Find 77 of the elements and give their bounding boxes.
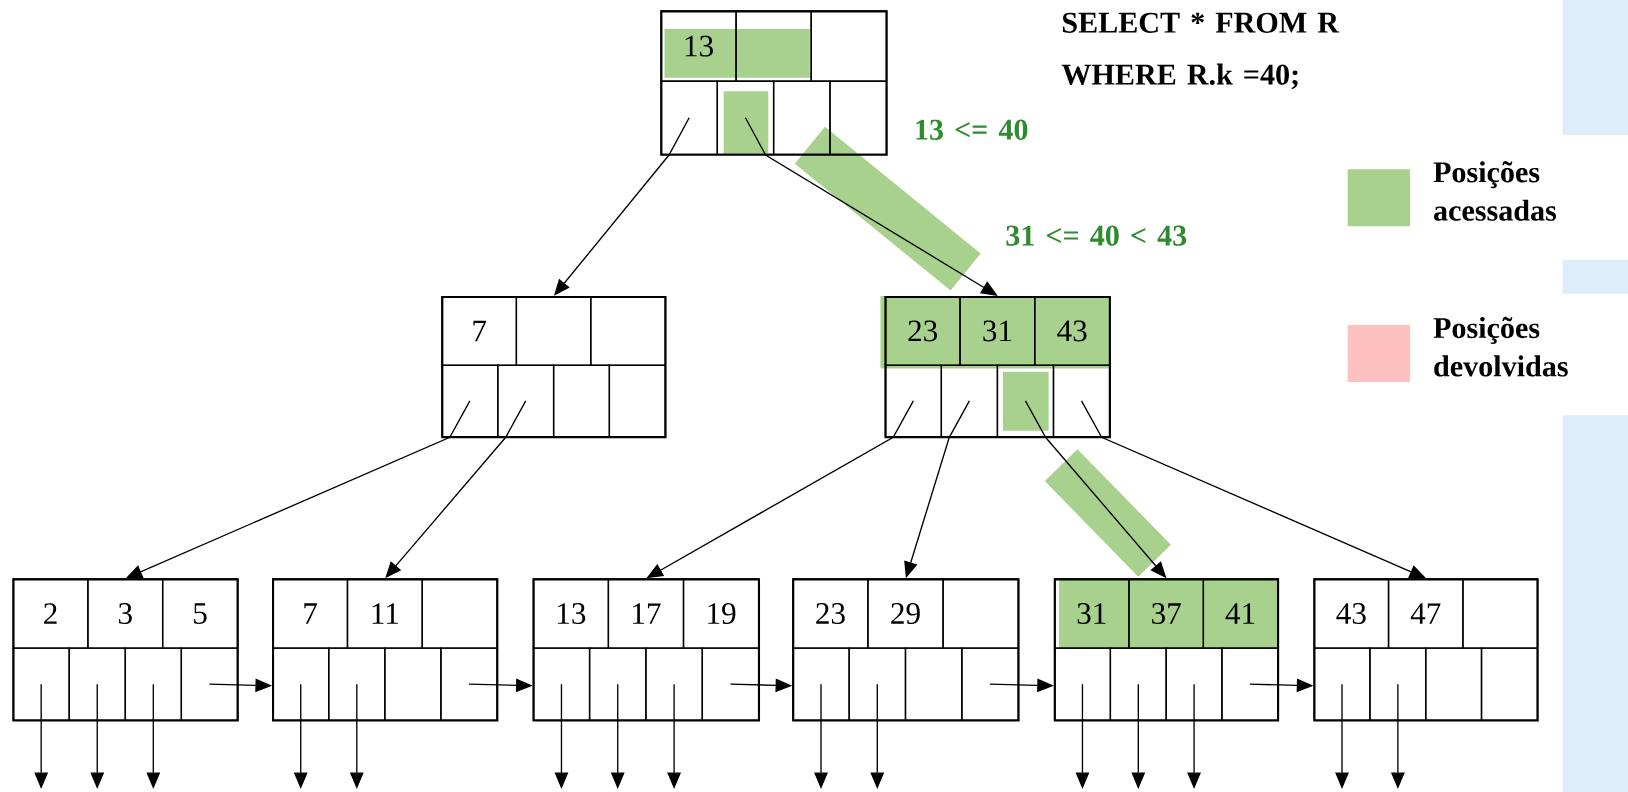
key-cell: 7 [272, 578, 349, 649]
key-cell: 43 [1313, 578, 1390, 649]
pointer-cell [792, 647, 850, 721]
pointer-cell [124, 647, 182, 721]
key-cell: 29 [867, 578, 944, 649]
key-cell: 7 [441, 295, 518, 366]
pointer-cell [1165, 647, 1223, 721]
tree-node-box [1313, 578, 1539, 722]
pointer-cell [701, 647, 760, 721]
pointer-cell [1480, 647, 1538, 721]
key-cell [810, 10, 887, 82]
pointer-cell [272, 647, 330, 721]
pointer-cell [441, 364, 499, 438]
pointer-cell [645, 647, 703, 721]
key-cell: 3 [87, 578, 164, 649]
key-cell [590, 295, 666, 366]
pointer-cell [12, 647, 70, 721]
tree-node-box [660, 10, 888, 156]
pointer-cell [996, 364, 1055, 438]
pointer-cell [1053, 647, 1112, 721]
condition-text: 31 <= 40 < 43 [1006, 225, 1187, 246]
pointer-cell [497, 364, 555, 438]
tree-node-box [272, 578, 499, 722]
pointer-cell [588, 647, 647, 721]
query-text: SELECT * FROM R WHERE R.k =40; [1061, 12, 1340, 90]
legend-label: Posições devolvidas [1433, 316, 1568, 377]
tree-node-box [12, 578, 239, 722]
pointer-cell [1369, 647, 1427, 721]
key-cell: 19 [682, 578, 760, 649]
pointer-cell [716, 80, 775, 155]
pointer-cell [328, 647, 386, 721]
tree-node-box [792, 578, 1020, 722]
key-cell: 13 [660, 10, 737, 82]
pointer-cell [532, 647, 591, 721]
pointer-cell [440, 647, 498, 721]
tree-node-box [532, 578, 760, 722]
key-cell: 23 [884, 295, 961, 366]
pointer-cell [608, 364, 666, 438]
legend-label: Posições acessadas [1433, 161, 1557, 221]
key-cell: 17 [607, 578, 685, 649]
pointer-cell [1052, 364, 1111, 438]
key-cell [735, 10, 812, 82]
pointer-cell [68, 647, 126, 721]
pointer-cell [848, 647, 907, 721]
key-cell: 5 [161, 578, 239, 649]
condition-text: 13 <= 40 [916, 119, 1028, 140]
key-cell [515, 295, 592, 366]
tree-node-box [441, 295, 667, 439]
key-cell: 31 [1053, 578, 1130, 649]
key-cell: 23 [792, 578, 869, 649]
key-cell: 2 [12, 578, 89, 649]
key-cell: 31 [959, 295, 1036, 366]
pointer-cell [1109, 647, 1167, 721]
key-cell [942, 578, 1019, 649]
key-cell [421, 578, 498, 649]
pointer-cell [1425, 647, 1483, 721]
key-cell: 43 [1034, 295, 1111, 366]
pointer-cell [829, 80, 887, 155]
pointer-cell [773, 80, 831, 155]
key-cell: 41 [1202, 578, 1279, 649]
pointer-cell [940, 364, 999, 438]
pointer-cell [884, 364, 943, 438]
pointer-cell [1221, 647, 1279, 721]
pointer-cell [552, 364, 611, 438]
key-cell: 47 [1387, 578, 1464, 649]
key-cell: 11 [346, 578, 423, 649]
pointer-cell [180, 647, 239, 721]
key-cell [1462, 578, 1538, 649]
key-cell: 37 [1128, 578, 1205, 649]
pointer-cell [961, 647, 1019, 721]
pointer-cell [904, 647, 963, 721]
tree-node-box [884, 295, 1111, 439]
tree-node-box [1053, 578, 1280, 722]
pointer-cell [384, 647, 442, 721]
key-cell: 13 [532, 578, 610, 649]
pointer-cell [1313, 647, 1371, 721]
pointer-cell [660, 80, 718, 155]
